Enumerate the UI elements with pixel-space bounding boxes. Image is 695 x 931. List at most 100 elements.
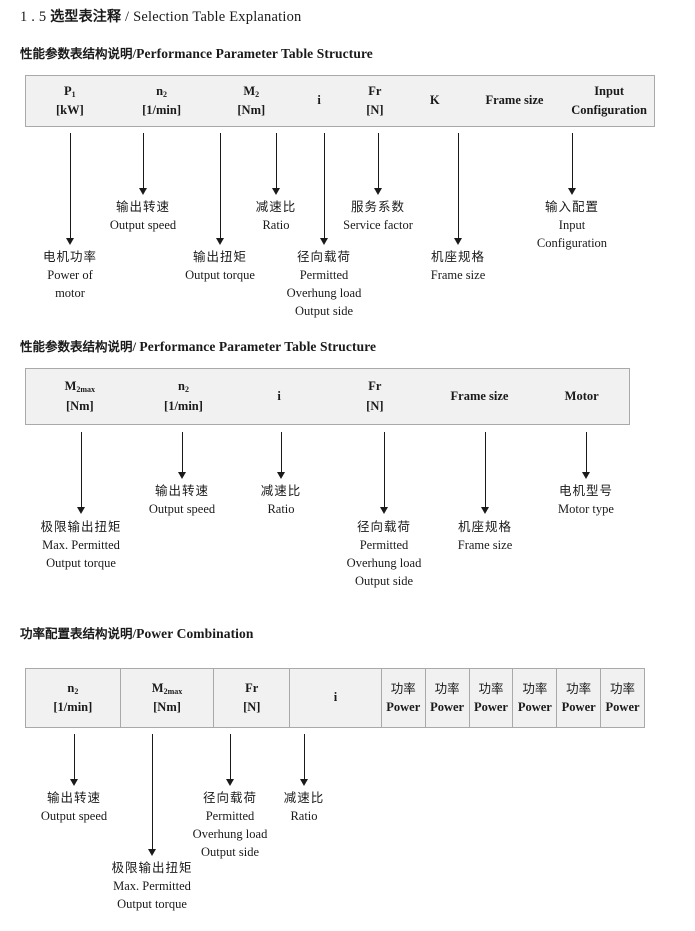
table-header-text: Fr (368, 379, 382, 394)
arrow-to-note-2-3 (277, 432, 286, 479)
note-label-cn: 极限输出扭矩 (40, 519, 122, 534)
arrow-to-note-2-2 (178, 432, 187, 479)
table-header-text: Frame size (450, 388, 509, 403)
note-label-en: Output speed (148, 502, 216, 517)
arrow-to-note-1-2 (139, 133, 148, 195)
note-label-cn: 电机功率 (42, 249, 98, 264)
note-label-en: Service factor (343, 218, 413, 233)
note-3-4: 减速比 Ratio (284, 789, 325, 825)
note-label-en: Motor type (558, 502, 614, 517)
note-label-en: Frame size (457, 538, 513, 553)
table-header-cell: M2max [Nm] (119, 669, 214, 727)
table-header-text: n2 (156, 83, 168, 99)
note-label-en: Input (558, 218, 586, 233)
section-heading-3: 功率配置表结构说明/Power Combination (20, 623, 253, 642)
note-label-en: Output speed (40, 809, 108, 824)
note-label-cn: 机座规格 (430, 249, 485, 264)
section-heading-1-cn: 性能参数表结构说明 (20, 46, 133, 61)
note-label-en: Output speed (109, 218, 177, 233)
table-header-text: M2max (151, 680, 183, 696)
note-label-cn: 服务系数 (350, 199, 406, 214)
table-header-cell: n2[1/min] (134, 369, 234, 424)
table-header-cell: Motor (534, 369, 629, 424)
table-header-cell: 功率 Power (380, 669, 425, 727)
table-header-text: Fr (368, 83, 382, 98)
page-title-cn: 选型表注释 (50, 9, 122, 25)
table-header-text: Power (561, 700, 596, 714)
note-label-en: Permitted (359, 538, 409, 553)
table-header-text: 功率 (390, 680, 416, 696)
note-2-2: 输出转速 Output speed (149, 482, 215, 518)
note-label-cn: 减速比 (255, 199, 297, 214)
page-title-en: Selection Table Explanation (133, 9, 302, 25)
note-label-en: Max. Permitted (42, 538, 120, 553)
table-header-text: [Nm] (237, 103, 266, 117)
arrow-to-note-1-1 (66, 133, 75, 245)
section-heading-1-en: Performance Parameter Table Structure (136, 46, 373, 61)
arrow-to-note-2-6 (582, 432, 591, 479)
arrow-to-note-1-4 (272, 133, 281, 195)
note-label-en: Configuration (536, 236, 608, 251)
note-label-en: Output side (355, 574, 413, 589)
table-header-text: M2 (243, 83, 260, 99)
note-label-cn: 减速比 (283, 790, 325, 805)
note-label-en: Output side (295, 304, 353, 319)
table-header-text: Power (473, 700, 508, 714)
page-title: 1 . 5 选型表注释 / Selection Table Explanatio… (20, 6, 302, 26)
table-header-text: Frame size (485, 93, 544, 108)
section-heading-3-cn: 功率配置表结构说明 (20, 626, 133, 641)
table-header-text: n2 (178, 379, 189, 395)
note-label-cn: 减速比 (260, 483, 302, 498)
section-heading-2-cn: 性能参数表结构说明 (20, 339, 133, 354)
table-header-text: P1 (64, 83, 76, 99)
page-title-separator: / (125, 9, 130, 25)
table-header-text: 功率 (610, 680, 636, 696)
note-label-en: motor (55, 286, 85, 301)
table-header-text: Fr (245, 680, 259, 695)
table-header-cell: Fr[N] (213, 669, 289, 727)
note-label-cn: 机座规格 (457, 519, 512, 534)
note-label-cn: 输出转速 (115, 199, 170, 214)
note-1-2: 输出转速 Output speed (110, 198, 176, 234)
note-label-cn: 输出转速 (154, 483, 209, 498)
note-label-en: Permitted (299, 268, 349, 283)
table-header-text: K (429, 93, 440, 108)
note-label-cn: 输入配置 (544, 199, 600, 214)
table-header-cell: Frame size (425, 369, 535, 424)
table-header-text: 功率 (434, 680, 460, 696)
note-label-en: Output side (201, 845, 259, 860)
note-label-en: Ratio (290, 809, 318, 824)
table-header-cell: Frame size (465, 76, 565, 126)
table-header-text: [Nm] (153, 700, 181, 714)
note-label-cn: 径向载荷 (202, 790, 258, 805)
note-2-5: 机座规格 Frame size (458, 518, 513, 554)
table-header-text: Power (386, 700, 421, 714)
arrow-to-note-2-1 (77, 432, 86, 514)
note-label-cn: 极限输出扭矩 (111, 860, 193, 875)
table-header-text: [kW] (55, 103, 84, 117)
arrow-to-note-2-5 (481, 432, 490, 514)
note-label-cn: 径向载荷 (296, 249, 352, 264)
arrow-to-note-3-2 (148, 734, 157, 856)
table-header-cell: M2max[Nm] (26, 369, 134, 424)
table-header-text: [N] (366, 398, 384, 413)
note-label-en: Overhung load (286, 286, 362, 301)
table-header-text: [Nm] (65, 398, 94, 413)
arrow-to-note-3-4 (300, 734, 309, 786)
section-heading-3-separator: / (132, 626, 137, 641)
section-number: 1 . 5 (20, 9, 47, 25)
note-label-en: Overhung load (346, 556, 422, 571)
table-header-cell: P1 [kW] (26, 76, 114, 126)
